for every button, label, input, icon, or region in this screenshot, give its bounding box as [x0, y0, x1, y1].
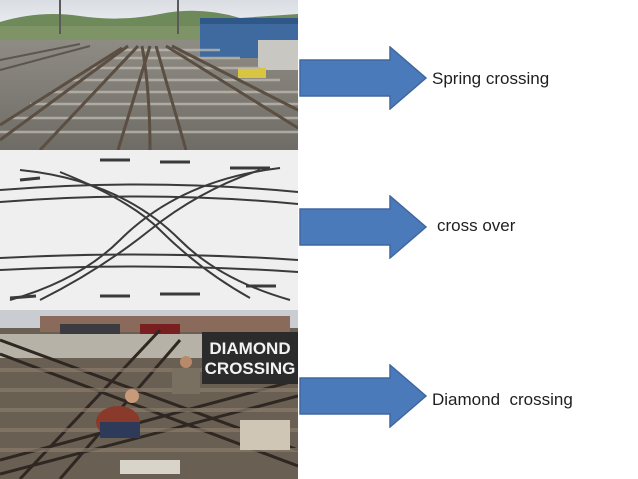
label-spring-crossing: Spring crossing	[432, 69, 550, 88]
spring-crossing-photo	[0, 0, 298, 150]
arrow-right-icon	[299, 195, 428, 259]
sign-line-1: DIAMOND	[209, 339, 290, 358]
sign-line-2: CROSSING	[205, 359, 296, 378]
arrow-right-icon	[299, 364, 428, 428]
diamond-crossing-photo: DIAMOND CROSSING	[0, 310, 298, 479]
arrow-right-icon	[299, 46, 428, 110]
label-cross-over: cross over	[437, 216, 516, 235]
cross-over-drawing	[0, 150, 298, 310]
label-diamond-crossing: Diamond crossing	[432, 390, 573, 409]
